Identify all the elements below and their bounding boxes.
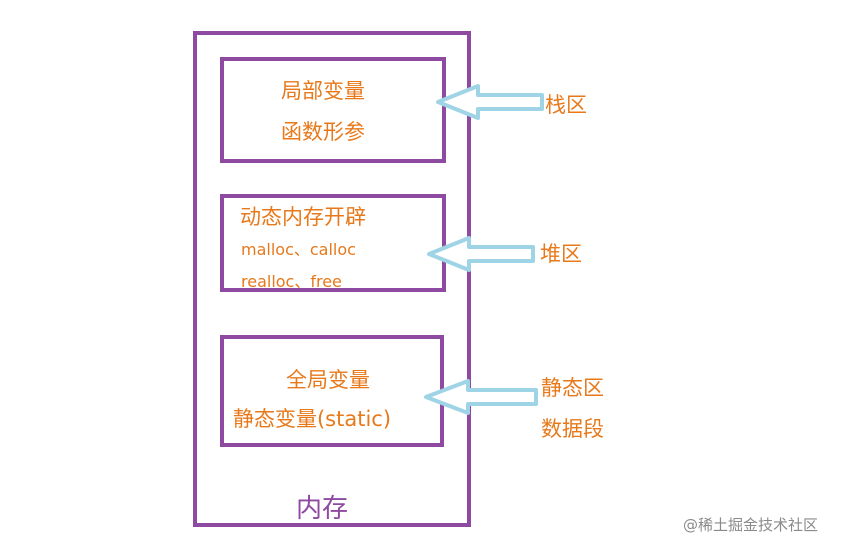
stack-line-local-vars: 局部变量 xyxy=(281,79,365,103)
memory-label: 内存 xyxy=(296,494,349,524)
heap-line-realloc: realloc、free xyxy=(241,272,342,291)
static-arrow-icon xyxy=(424,379,538,415)
static-line-static: 静态变量(static) xyxy=(232,407,392,431)
stack-box xyxy=(220,57,446,163)
static-line-global: 全局变量 xyxy=(286,368,370,392)
memory-box xyxy=(193,31,471,527)
stack-arrow-icon xyxy=(436,84,544,120)
stack-line-params: 函数形参 xyxy=(281,120,365,144)
heap-line-dynamic: 动态内存开辟 xyxy=(240,205,366,229)
data-segment-label: 数据段 xyxy=(541,417,604,441)
heap-box xyxy=(220,194,446,292)
watermark: @稀土掘金技术社区 xyxy=(683,516,819,534)
heap-region-label: 堆区 xyxy=(540,242,582,266)
heap-line-malloc: malloc、calloc xyxy=(241,240,356,259)
stack-region-label: 栈区 xyxy=(545,93,587,117)
static-region-label: 静态区 xyxy=(541,376,604,400)
heap-arrow-icon xyxy=(427,236,535,272)
